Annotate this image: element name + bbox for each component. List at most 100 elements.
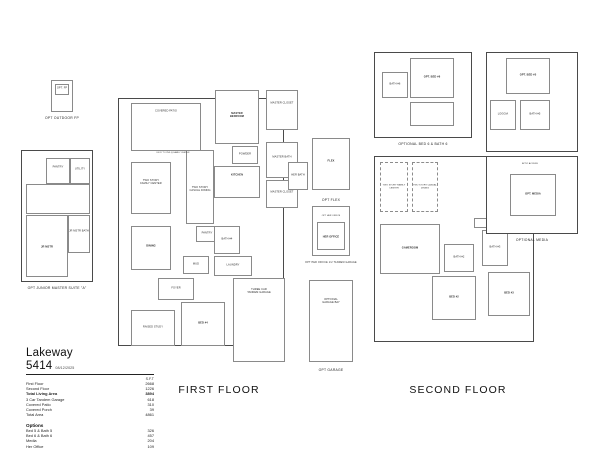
room-label-bed-4: BED #4 xyxy=(198,321,208,325)
option-row: Media 204 xyxy=(26,438,155,444)
room-label-bath-5: BATH #5 xyxy=(529,112,541,116)
option-label: Bed 5 & Bath 5 xyxy=(26,427,53,433)
caption-optional-bed-6-bath-6: OPTIONAL BED 6 & BATH 6 xyxy=(398,142,448,146)
spec-value: 1226 xyxy=(145,386,154,392)
room-label-attic-access: ATTIC ACCESS xyxy=(522,162,538,165)
room-label-two-story-family-center: TWO STORY FAMILY CENTER xyxy=(140,179,162,185)
room-opt-bed-6 xyxy=(410,58,454,98)
room-jr-mstr xyxy=(26,215,68,277)
options-table: Bed 5 & Bath 5 326 Bed 6 & Bath 6 457 Me… xyxy=(26,427,155,450)
room-label-dining: DINING xyxy=(146,244,156,248)
spec-row: Second Floor 1226 xyxy=(26,386,154,392)
room-utility-jr xyxy=(70,158,90,184)
room-gameroom xyxy=(380,224,440,274)
first-floor-plan: OPT. FP OPT OUTDOOR FP JR MSTR JR MSTR B… xyxy=(18,50,363,372)
spec-row: 3 Car Tandem Garage 618 xyxy=(26,396,155,403)
room-two-story-casual-dining xyxy=(186,150,214,224)
room-label-covered-patio: COVERED PATIO xyxy=(155,109,177,113)
room-bath-6 xyxy=(382,72,408,98)
room-label-kitchen: KITCHEN xyxy=(230,173,244,177)
option-row: Bed 6 & Bath 6 457 xyxy=(26,433,154,439)
room-bath-5 xyxy=(520,100,550,130)
room-mud xyxy=(183,256,209,274)
room-two-story-family-center-open xyxy=(380,162,408,212)
option-value: 109 xyxy=(147,443,155,449)
spec-value: 4861 xyxy=(145,412,154,418)
room-pantry-jr xyxy=(46,158,70,184)
options-header: Options xyxy=(26,422,44,428)
spec-row: Total Area 4861 xyxy=(26,412,154,418)
room-bed-4 xyxy=(181,302,225,346)
room-covered-patio xyxy=(131,103,201,151)
spec-label: Covered Patio xyxy=(26,401,51,407)
option-value: 204 xyxy=(147,438,155,444)
plan-number: 5414 xyxy=(26,360,53,372)
room-master-closet xyxy=(266,90,298,130)
room-label-opt-fp: OPT. FP xyxy=(56,86,68,90)
title-divider xyxy=(26,374,154,375)
spec-label: Total Area xyxy=(26,412,44,418)
room-jr-hall xyxy=(26,184,90,214)
room-flex xyxy=(312,138,350,190)
room-her-office-inner xyxy=(317,222,345,250)
caption-opt-junior-master: OPT JUNIOR MASTER SUITE "A" xyxy=(27,286,87,290)
room-label-pantry-jr: PANTRY xyxy=(52,165,64,169)
spec-value: 39 xyxy=(149,407,154,413)
room-powder xyxy=(232,146,258,164)
spec-value: 618 xyxy=(147,396,155,402)
room-label-bath-3: BATH #3 xyxy=(489,245,501,249)
caption-second-floor: SECOND FLOOR xyxy=(409,384,507,396)
spec-value: 310 xyxy=(147,401,155,407)
spec-units-header-row: S.F.T xyxy=(26,377,154,382)
room-label-bed-3: BED #3 xyxy=(504,291,514,295)
second-floor-plan: OPT. BED #6 BATH #6 OPTIONAL BED 6 & BAT… xyxy=(370,48,585,348)
room-label-three-car-tandem-garage: THREE CAR TANDEM GARAGE xyxy=(247,288,271,294)
room-label-gameroom: GAMEROOM xyxy=(401,246,419,250)
spec-value: 2668 xyxy=(145,380,154,386)
room-label-mud: MUD xyxy=(192,262,200,266)
room-her-bath xyxy=(288,162,308,190)
room-label-pantry: PANTRY xyxy=(201,231,213,235)
room-label-two-story-casual-dining-2nd: TWO STORY CASUAL DINING xyxy=(413,184,437,189)
room-raised-study xyxy=(131,310,175,346)
plan-name: Lakeway xyxy=(26,347,73,359)
room-bath-3 xyxy=(482,230,508,266)
room-label-foyer: FOYER xyxy=(171,286,181,290)
room-label-laundry: LAUNDRY xyxy=(226,263,240,267)
room-label-bath-4: BATH #4 xyxy=(221,237,233,241)
spec-label: Covered Porch xyxy=(26,407,52,413)
option-label: Her Office xyxy=(26,443,44,449)
room-jr-mstr-bath xyxy=(68,215,90,253)
room-label-opt-bed-6: OPT. BED #6 xyxy=(423,75,441,79)
room-label-opt-media: OPT. MEDIA xyxy=(525,192,541,196)
room-label-bed-2: BED #2 xyxy=(449,295,459,299)
room-opt-fp xyxy=(55,84,69,95)
room-bed-3 xyxy=(488,272,530,316)
room-two-story-family-center xyxy=(131,162,171,214)
room-optional-garage-bay xyxy=(309,280,353,362)
room-label-two-story-family-center-2nd: TWO STORY FAMILY CENTER xyxy=(382,184,406,189)
option-value: 326 xyxy=(147,427,155,433)
spec-units-header: S.F.T xyxy=(145,377,154,381)
spec-table: S.F.T First Floor 2668 Second Floor 1226… xyxy=(26,377,154,419)
room-opt-media xyxy=(510,174,556,216)
room-label-optional-garage-bay: OPTIONAL GARAGE BAY xyxy=(322,298,340,304)
room-two-story-casual-dining-open xyxy=(412,162,438,212)
room-label-bath-2: BATH #2 xyxy=(453,255,465,259)
spec-row: Covered Patio 310 xyxy=(26,401,155,408)
room-label-dn-note: DN 17 TO 2ND @ FAMILY CENTER xyxy=(156,151,190,154)
room-label-raised-study: RAISED STUDY xyxy=(142,325,164,329)
room-label-master-bath: MASTER BATH xyxy=(272,155,292,159)
room-three-car-tandem-garage xyxy=(233,278,285,362)
spec-value: 3894 xyxy=(145,391,154,397)
room-label-master-bedroom: MASTER BEDROOM xyxy=(229,112,245,118)
room-label-two-story-casual-dining: TWO STORY CASUAL DINING xyxy=(189,186,211,192)
room-label-jr-mstr: JR MSTR xyxy=(41,245,53,249)
option-label: Media xyxy=(26,438,37,444)
plan-date: 08/12/2025 xyxy=(55,366,75,370)
room-bath-4 xyxy=(214,226,240,254)
option-row: Bed 5 & Bath 5 326 xyxy=(26,427,155,434)
